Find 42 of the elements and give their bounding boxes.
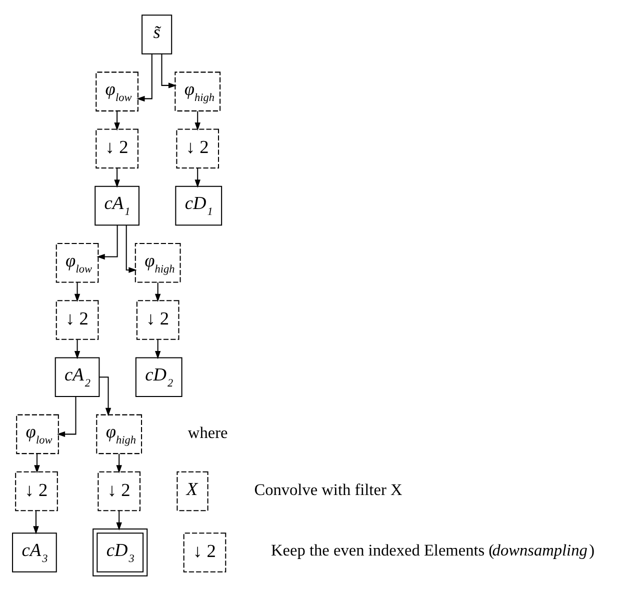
node-box: ↓ 2 (136, 300, 180, 340)
arrow (33, 510, 39, 534)
arrow (99, 376, 112, 416)
arrow (116, 453, 122, 473)
node-box: ↓ 2 (56, 300, 99, 340)
node-box: cD$_{3}$ (92, 528, 148, 576)
arrow (34, 453, 40, 473)
arrow (194, 110, 200, 130)
node-box: ↓ 2 (183, 532, 226, 572)
arrow (56, 396, 76, 437)
arrow (116, 510, 122, 530)
node-box: φ$_{high}$ (134, 242, 181, 282)
arrow (96, 224, 118, 260)
node-box: cA$_{3}$ (12, 532, 57, 572)
node-box: s̃ (142, 14, 172, 54)
node-box: cA$_{1}$ (94, 185, 140, 226)
node-box: ↓ 2 (96, 128, 138, 168)
node-box: ↓ 2 (176, 128, 220, 168)
node-box: φ$_{high}$ (174, 71, 221, 111)
node-box: φ$_{low}$ (16, 414, 59, 454)
arrow (74, 282, 80, 302)
node-box: cD$_{1}$ (175, 185, 222, 226)
node-box: cD$_{2}$ (135, 356, 182, 396)
arrow (114, 168, 120, 188)
node-box: X (176, 470, 208, 511)
node-box: φ$_{low}$ (96, 71, 138, 111)
node-label: Convolve with filter X (254, 480, 402, 499)
arrow (114, 110, 120, 130)
arrow (154, 339, 161, 359)
node-box: φ$_{high}$ (96, 414, 142, 454)
node-box: ↓ 2 (98, 470, 140, 511)
node-box: cA$_{2}$ (54, 356, 100, 396)
arrow (74, 339, 80, 359)
label: where (188, 422, 228, 442)
arrow (161, 54, 177, 88)
node-box: φ$_{low}$ (56, 242, 99, 282)
arrow (136, 54, 152, 102)
node-box: ↓ 2 (15, 470, 58, 511)
node-label: Keep the even indexed Elements (downsampling) (271, 540, 595, 559)
arrow (154, 282, 161, 302)
arrow (126, 224, 137, 272)
arrow (194, 168, 200, 188)
